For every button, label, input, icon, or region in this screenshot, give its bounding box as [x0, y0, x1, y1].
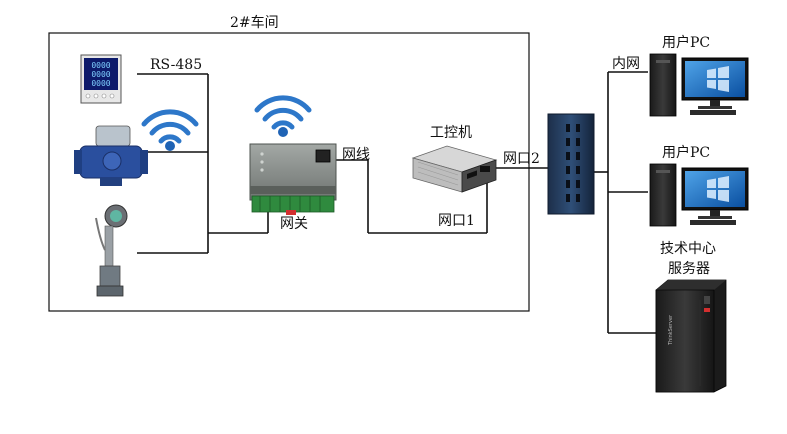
- gateway-label: 网关: [280, 216, 308, 232]
- desktop-pc-icon: [649, 163, 749, 227]
- flow-meter-icon: [95, 204, 128, 297]
- power-meter-icon: 0000 0000 0000: [80, 54, 122, 104]
- rs485-label: RS-485: [150, 57, 202, 73]
- wiring: [137, 71, 656, 334]
- server-label-line1: 技术中心: [660, 241, 716, 257]
- network-switch-icon: [547, 113, 595, 215]
- user-pc-1-label: 用户PC: [662, 34, 710, 51]
- user-pc-2-label: 用户PC: [662, 144, 710, 161]
- wifi-icon: [254, 95, 312, 137]
- meter-line-3: 0000: [91, 79, 110, 88]
- tower-server-icon: ThinkServer: [655, 279, 727, 393]
- workshop-label: 2#车间: [230, 14, 279, 31]
- server-brand: ThinkServer: [668, 314, 674, 346]
- ipc-label: 工控机: [430, 125, 472, 141]
- wifi-icon: [141, 109, 199, 151]
- meter-line-2: 0000: [91, 70, 110, 79]
- meter-line-1: 0000: [91, 61, 110, 70]
- industrial-pc-icon: [411, 145, 498, 193]
- water-meter-icon: [74, 125, 148, 186]
- workshop-frame: [48, 32, 530, 312]
- port2-label: 网口2: [503, 151, 540, 167]
- network-cable-label: 网线: [342, 147, 370, 163]
- intranet-label: 内网: [612, 56, 640, 72]
- server-label-line2: 服务器: [668, 261, 710, 277]
- gateway-device-icon: [249, 143, 337, 215]
- desktop-pc-icon: [649, 53, 749, 117]
- port1-label: 网口1: [438, 213, 475, 229]
